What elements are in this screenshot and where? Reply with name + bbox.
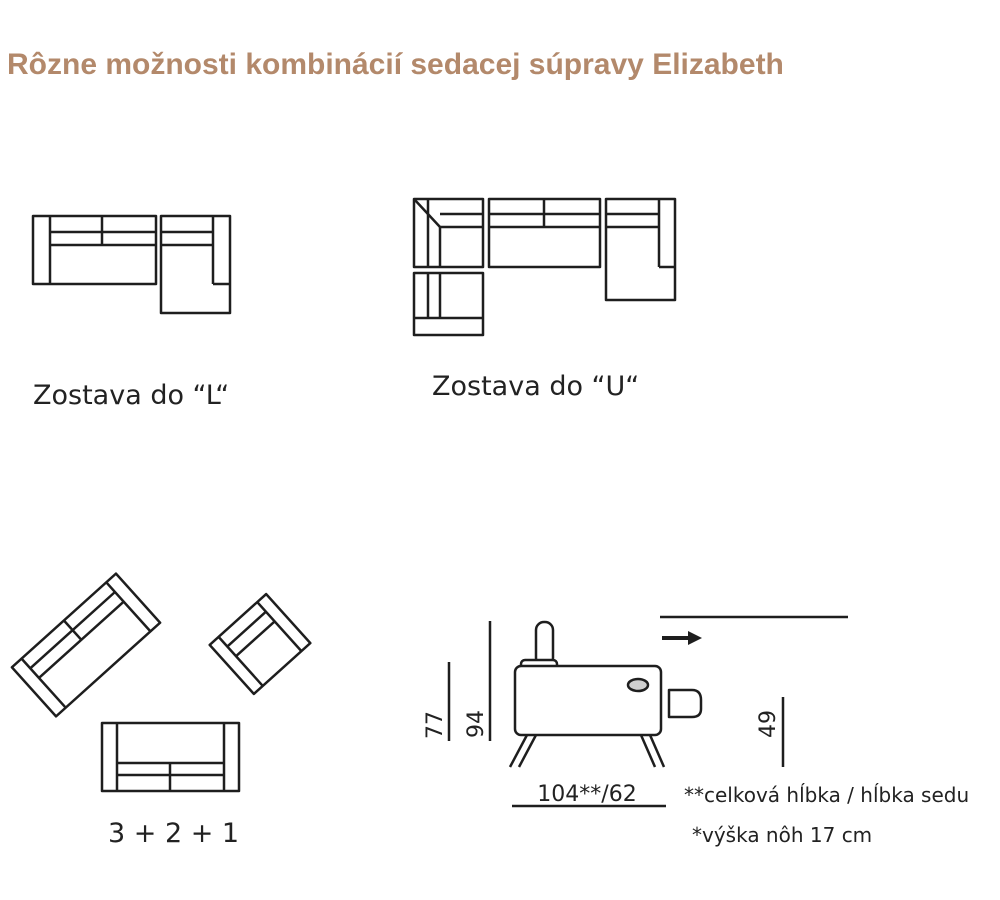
dim-depth: 104**/62 xyxy=(537,782,636,807)
caption-u-shape: Zostava do “U“ xyxy=(432,371,640,402)
sofa-side-profile: 77 94 49 104**/62 xyxy=(423,615,848,808)
armchair xyxy=(208,592,312,696)
sofa-body xyxy=(513,664,663,737)
three-seat-sofa xyxy=(10,572,162,718)
back-leg xyxy=(639,734,657,768)
chaise-module xyxy=(159,214,232,315)
control-button xyxy=(626,677,650,693)
back-leg xyxy=(648,734,666,768)
front-leg xyxy=(517,734,538,768)
note-depth: **celková hĺbka / hĺbka sedu xyxy=(684,783,970,807)
two-seat-sofa xyxy=(100,721,241,793)
u-shape-layout xyxy=(412,197,677,337)
front-leg xyxy=(508,734,529,768)
caption-l-shape: Zostava do “L“ xyxy=(33,380,230,411)
caption-set: 3 + 2 + 1 xyxy=(108,818,240,849)
middle-sofa-module xyxy=(487,197,602,269)
armchair-module xyxy=(412,271,485,337)
l-shape-layout xyxy=(31,214,232,315)
page-title: Rôzne možnosti kombinácií sedacej súprav… xyxy=(7,48,784,81)
dim-seat-height: 49 xyxy=(756,710,781,738)
corner-module xyxy=(412,197,485,269)
chaise-module xyxy=(604,197,677,302)
note-legs: *výška nôh 17 cm xyxy=(692,823,873,847)
arrow-right-icon xyxy=(662,631,702,645)
dim-height-backrest: 77 xyxy=(423,711,448,739)
footrest xyxy=(667,688,703,719)
three-two-one-layout xyxy=(10,572,312,793)
sofa-module xyxy=(31,214,158,286)
dim-height-headrest: 94 xyxy=(464,710,489,738)
